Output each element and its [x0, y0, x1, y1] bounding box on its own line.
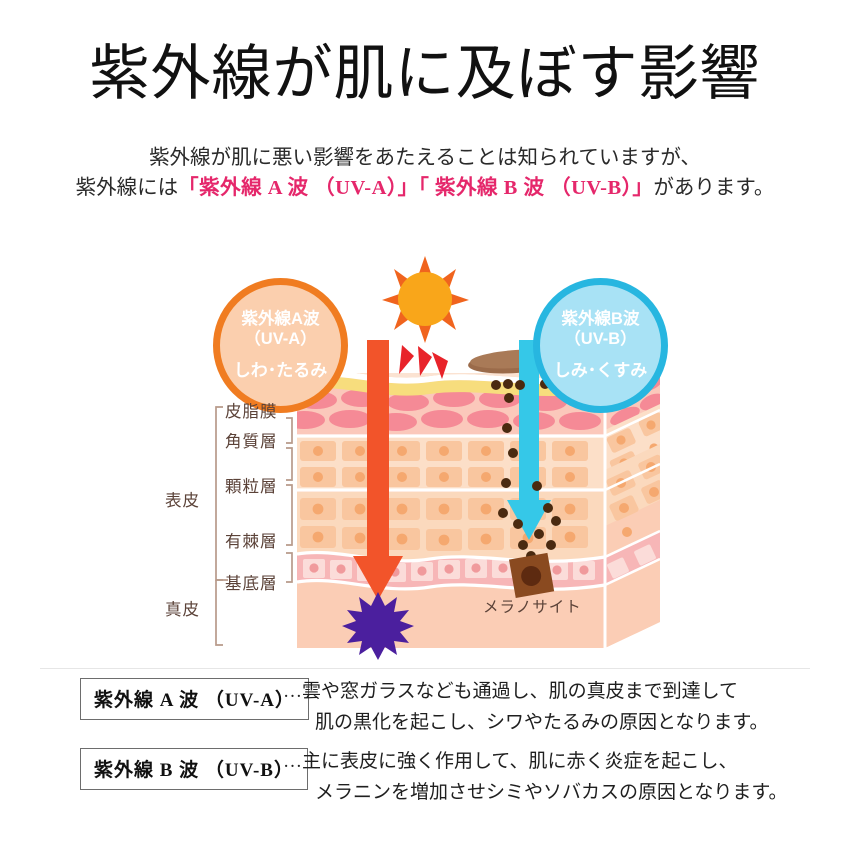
page-title: 紫外線が肌に及ぼす影響 — [89, 41, 761, 107]
subtitle-line-1: 紫外線が肌に悪い影響をあたえることは知られていますが、 — [149, 147, 701, 169]
page-subtitle: 紫外線が肌に悪い影響をあたえることは知られていますが、 紫外線には「紫外線 A … — [0, 143, 850, 203]
uvb-description-line2: メラニンを増加させシミやソバカスの原因となります。 — [315, 782, 788, 803]
uva-circle: 紫外線A波 （UV-A） しわ･たるみ — [213, 278, 348, 413]
spinous-cells — [300, 498, 588, 551]
layer-label-granular: 顆粒層 — [225, 477, 278, 496]
uva-circle-line3: しわ･たるみ — [233, 361, 328, 380]
granular-layer — [297, 437, 605, 490]
basal-nuclei — [309, 563, 589, 577]
melanocyte-cell — [508, 552, 555, 598]
spinous-nuclei — [312, 503, 576, 546]
uvb-circle-line2: （UV-B） — [564, 330, 637, 348]
granular-nuclei — [313, 446, 575, 482]
uvb-description: …主に表皮に強く作用して、肌に赤く炎症を起こし、 メラニンを増加させシミやソバカ… — [283, 746, 788, 808]
uvb-circle-line1: 紫外線B波 — [561, 310, 640, 328]
subtitle-line-2: 紫外線には「紫外線 A 波 （UV-A）」「 紫外線 B 波 （UV-B）」があ… — [0, 173, 850, 203]
layer-separators — [296, 434, 606, 591]
uvb-description-line1: …主に表皮に強く作用して、肌に赤く炎症を起こし、 — [283, 751, 738, 772]
layer-label-horny: 角質層 — [225, 432, 278, 451]
melanocyte-label: メラノサイト — [483, 599, 582, 616]
subtitle-uvb-highlight: 「 紫外線 B 波 （UV-B）」 — [418, 177, 654, 199]
uva-circle-line2: （UV-A） — [244, 330, 317, 348]
sunburn-flare — [399, 345, 448, 379]
group-label-epidermis: 表皮 — [165, 491, 200, 510]
layer-label-sebum: 皮脂膜 — [225, 402, 278, 421]
sun-core — [398, 272, 452, 326]
basal-layer — [297, 553, 605, 590]
uvb-circle: 紫外線B波 （UV-B） しみ･くすみ — [533, 278, 668, 413]
info-list: 紫外線 A 波 （UV-A） …雲や窓ガラスなども通過し、肌の真皮まで到達して … — [0, 676, 850, 812]
layer-label-basal: 基底層 — [225, 574, 278, 593]
spinous-layer — [297, 492, 605, 562]
info-row-uva: 紫外線 A 波 （UV-A） …雲や窓ガラスなども通過し、肌の真皮まで到達して … — [0, 676, 850, 742]
uva-description: …雲や窓ガラスなども通過し、肌の真皮まで到達して 肌の黒化を起こし、シワやたるみ… — [283, 676, 769, 738]
melanin-granules — [491, 379, 574, 561]
sun-icon — [382, 256, 469, 343]
uva-description-line1: …雲や窓ガラスなども通過し、肌の真皮まで到達して — [283, 681, 739, 702]
uva-description-line2: 肌の黒化を起こし、シワやたるみの原因となります。 — [315, 712, 769, 733]
uva-arrow — [353, 340, 403, 600]
info-row-uvb: 紫外線 B 波 （UV-B） …主に表皮に強く作用して、肌に赤く炎症を起こし、 … — [0, 746, 850, 812]
subtitle-uva-highlight: 「紫外線 A 波 （UV-A）」 — [178, 177, 419, 199]
basal-cells — [303, 559, 595, 582]
uva-tag-badge: 紫外線 A 波 （UV-A） — [80, 678, 310, 720]
layer-label-spinous: 有棘層 — [225, 532, 278, 551]
uvb-tag-badge: 紫外線 B 波 （UV-B） — [80, 748, 308, 790]
uva-circle-line1: 紫外線A波 — [241, 310, 320, 328]
damage-burst — [342, 592, 414, 660]
granular-cells — [300, 441, 588, 487]
group-label-dermis: 真皮 — [165, 600, 200, 619]
sun-rays — [382, 256, 469, 343]
subtitle-suffix: があります。 — [653, 177, 775, 199]
uvb-circle-line3: しみ･くすみ — [553, 361, 648, 380]
section-divider — [40, 668, 810, 669]
subtitle-prefix: 紫外線には — [75, 177, 179, 199]
